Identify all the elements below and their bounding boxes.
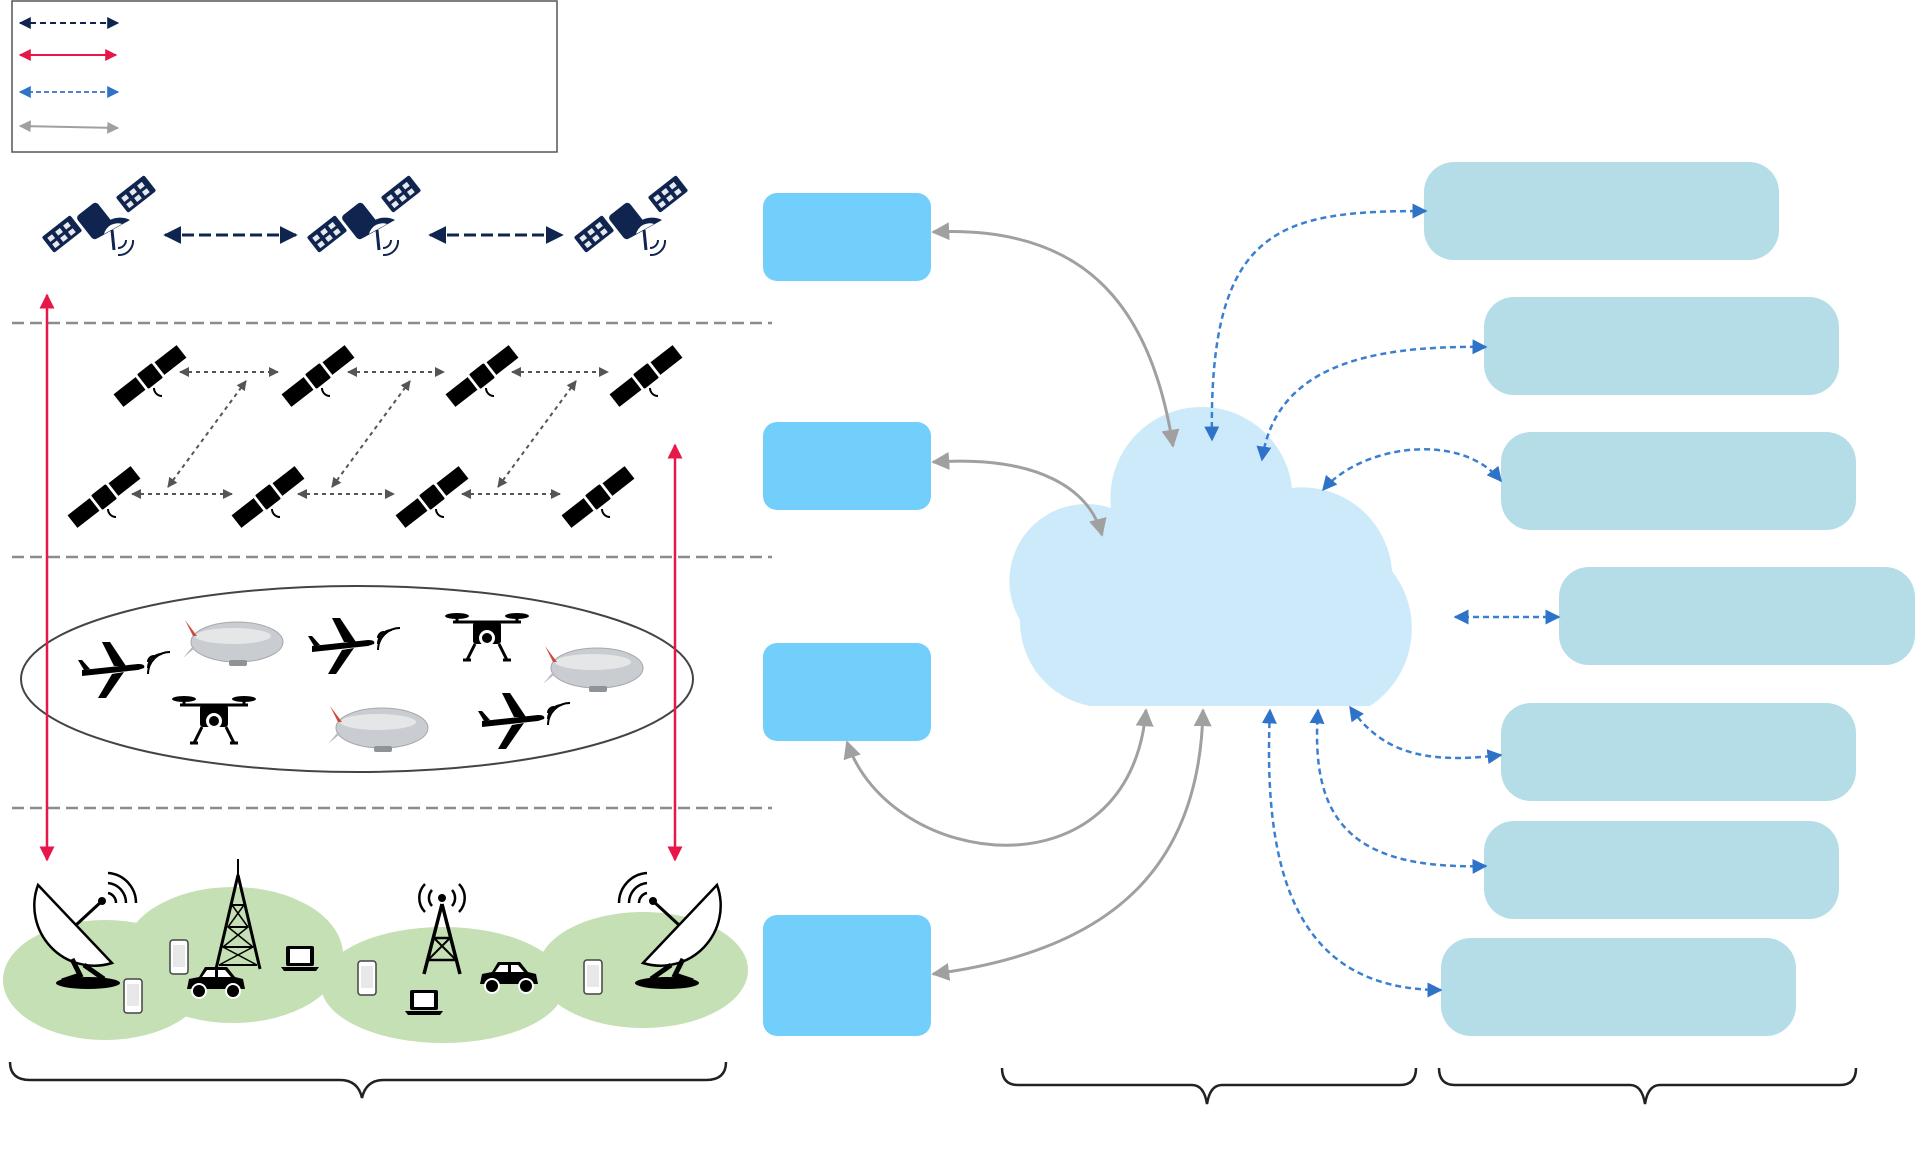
right-box-7 [1441, 938, 1796, 1036]
brace-right [1437, 1067, 1858, 1105]
airship-icon [182, 619, 284, 667]
core-cloud [1009, 406, 1412, 706]
cloud-shape [1009, 406, 1412, 706]
leo-satellite-icon [444, 344, 520, 408]
airplane-icon [77, 641, 171, 699]
smartphone-icon [123, 978, 143, 1014]
smartphone-icon [583, 959, 603, 995]
layer-separators [12, 321, 772, 810]
leo-satellite-icon [560, 465, 636, 529]
mid-box-4 [763, 915, 931, 1036]
geo-satellite-icon [572, 173, 690, 257]
legend [11, 0, 558, 153]
right-box-6 [1484, 821, 1839, 919]
laptop-icon [281, 946, 319, 971]
airplane-icon [307, 617, 401, 675]
feeder-links [39, 293, 683, 862]
right-box-5 [1501, 703, 1856, 801]
leo-satellite-icon [608, 344, 684, 408]
brace-left [8, 1061, 728, 1099]
geo-satellite-icon [305, 173, 423, 257]
leo-satellite-icon [280, 344, 356, 408]
legend-entry-backhaul-link [18, 120, 120, 134]
mid-box-1 [763, 193, 931, 281]
airship-icon [542, 645, 644, 693]
mid-box-2 [763, 422, 931, 510]
aerial-platform-layer [20, 585, 694, 773]
mid-boxes [763, 193, 931, 1036]
mid-box-3 [763, 643, 931, 741]
right-box-4 [1559, 567, 1915, 665]
service-links [1204, 203, 1561, 998]
right-boxes [1424, 162, 1915, 1036]
brace-middle [1000, 1067, 1418, 1105]
right-box-2 [1484, 297, 1839, 395]
ground-layer [3, 857, 748, 1043]
leo-satellite-icon [112, 344, 188, 408]
airplane-icon [477, 692, 571, 750]
laptop-icon [405, 990, 443, 1015]
right-box-1 [1424, 162, 1779, 260]
smartphone-icon [357, 960, 377, 996]
leo-inter-satellite-links [131, 367, 609, 499]
right-box-3 [1501, 432, 1856, 530]
drone-icon [443, 611, 531, 662]
drone-icon [170, 694, 258, 745]
geo-satellite-icon [40, 173, 158, 257]
backhaul-links [843, 222, 1212, 981]
leo-satellite-icon [394, 465, 470, 529]
smartphone-icon [169, 939, 189, 975]
leo-satellite-icon [230, 465, 306, 529]
airship-icon [327, 705, 429, 753]
aerial-platform-ellipse [20, 585, 694, 773]
geo-satellite-layer [40, 173, 690, 257]
leo-satellite-layer [66, 344, 684, 529]
ground-coverage-area [3, 887, 748, 1043]
leo-satellite-icon [66, 465, 142, 529]
